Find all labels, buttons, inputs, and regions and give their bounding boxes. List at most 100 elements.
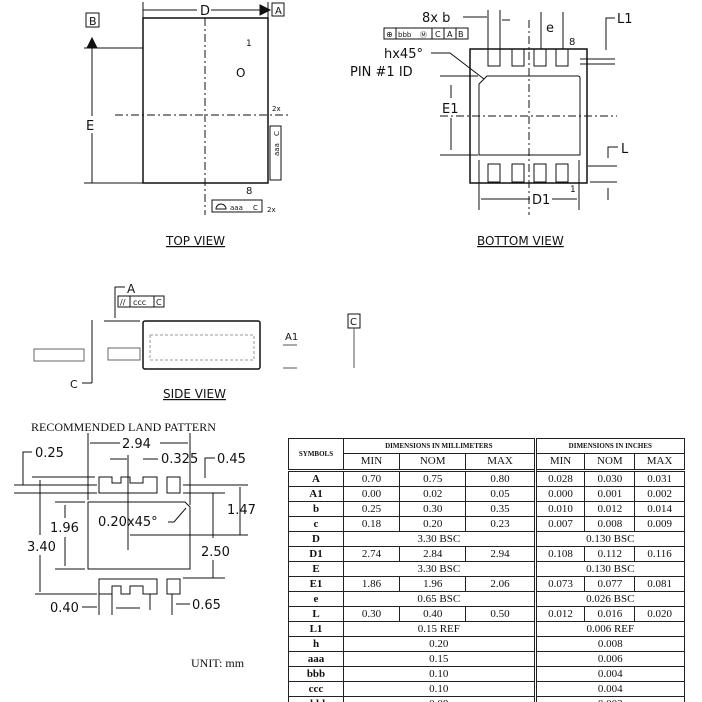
in-min-cell: 0.012 <box>533 606 586 622</box>
tol-ccc: ccc <box>133 298 146 307</box>
symbol-cell: D1 <box>288 546 344 562</box>
mm-value-cell: 0.15 REF <box>343 621 536 637</box>
dimensions-table: SYMBOLS DIMENSIONS IN MILLIMETERS DIMENS… <box>288 438 686 702</box>
in-max-cell: 0.031 <box>634 469 685 487</box>
mm-min-cell: 0.00 <box>343 486 400 502</box>
pin8-label: 8 <box>246 186 252 197</box>
land-pattern: RECOMMENDED LAND PATTERN 2.94 0.25 0.325… <box>14 420 256 670</box>
in-max-cell: 0.020 <box>634 606 685 622</box>
tol-right-datum: C <box>273 131 281 136</box>
tol-bbb: bbb <box>398 31 412 39</box>
dim-040: 0.40 <box>50 601 79 616</box>
header-in-nom: NOM <box>584 453 636 471</box>
dim-e1-label: E1 <box>442 102 459 117</box>
symbol-cell: c <box>288 516 344 532</box>
dim-d-label: D <box>200 4 210 19</box>
symbol-cell: A <box>288 469 344 487</box>
land-pads-top <box>98 476 158 494</box>
header-symbols: SYMBOLS <box>288 438 344 471</box>
top-leads <box>487 48 569 67</box>
top-view-title: TOP VIEW <box>165 234 225 248</box>
header-mm-nom: NOM <box>398 453 467 471</box>
tol-bottom-datum: C <box>253 204 258 212</box>
mm-min-cell: 0.70 <box>343 469 400 487</box>
pin1-label: 1 <box>246 39 252 49</box>
in-min-cell: 0.010 <box>533 501 586 517</box>
lead-width-label: 8x b <box>422 11 450 26</box>
dim-250: 2.50 <box>201 545 230 560</box>
land-exposed-pad <box>87 501 191 570</box>
mm-max-cell: 2.94 <box>465 546 536 562</box>
datum-a: A <box>447 30 453 39</box>
dim-340: 3.40 <box>27 540 56 555</box>
tol-right-label: aaa <box>273 143 281 156</box>
in-nom-cell: 0.016 <box>584 606 636 622</box>
tol-bottom-label: aaa <box>230 204 243 212</box>
in-max-cell: 0.009 <box>634 516 685 532</box>
mmc-icon: Ⓜ <box>420 31 427 39</box>
mm-value-cell: 3.30 BSC <box>343 561 536 577</box>
pin1-mark: O <box>236 66 245 80</box>
in-max-cell: 0.014 <box>634 501 685 517</box>
symbol-cell: ddd <box>288 696 344 702</box>
datum-a-label: A <box>275 6 282 17</box>
dim-196: 1.96 <box>50 521 79 536</box>
side-view-title: SIDE VIEW <box>163 387 226 401</box>
header-in-min: MIN <box>533 453 586 471</box>
parallel-tol-frame <box>117 295 165 308</box>
mm-value-cell: 0.08 <box>343 696 536 702</box>
top-view: D A B E 1 O 8 2x aaa C aaa C 2x TOP VIEW <box>84 2 290 248</box>
in-min-cell: 0.073 <box>533 576 586 592</box>
bottom-view: 8x b ⊕ bbb Ⓜ C A B hx45° PIN #1 ID E1 e … <box>350 10 633 248</box>
in-nom-cell: 0.112 <box>584 546 636 562</box>
mm-max-cell: 2.06 <box>465 576 536 592</box>
mm-max-cell: 0.50 <box>465 606 536 622</box>
datum-b-triangle-icon <box>86 36 98 49</box>
land-pad-top-single <box>166 476 181 494</box>
datum-b: B <box>458 30 464 39</box>
side-view-package <box>142 320 261 370</box>
dim-045: 0.45 <box>217 452 246 467</box>
mm-value-cell: 0.15 <box>343 651 536 667</box>
flatness-tol-frame-bottom <box>211 199 263 213</box>
in-min-cell: 0.028 <box>533 469 586 487</box>
mm-min-cell: 1.86 <box>343 576 400 592</box>
in-value-cell: 0.026 BSC <box>533 591 686 607</box>
land-pattern-title: RECOMMENDED LAND PATTERN <box>31 420 216 434</box>
land-pad-bottom-single <box>166 578 181 595</box>
mm-nom-cell: 0.40 <box>398 606 467 622</box>
in-nom-cell: 0.008 <box>584 516 636 532</box>
symbol-cell: A1 <box>288 486 344 502</box>
mm-max-cell: 0.23 <box>465 516 536 532</box>
mm-min-cell: 0.30 <box>343 606 400 622</box>
datum-c: C <box>435 30 441 39</box>
in-value-cell: 0.004 <box>533 681 686 697</box>
tol-datum-c: C <box>156 298 162 307</box>
position-tolerance-frame: ⊕ bbb Ⓜ C A B <box>383 27 469 40</box>
mm-nom-cell: 2.84 <box>398 546 467 562</box>
header-mm-min: MIN <box>343 453 400 471</box>
header-inches: DIMENSIONS IN INCHES <box>533 438 686 454</box>
datum-b-box <box>85 12 100 28</box>
mm-value-cell: 0.20 <box>343 636 536 652</box>
dim-025: 0.25 <box>35 446 64 461</box>
datum-a-arrow-icon <box>259 4 272 16</box>
symbol-cell: aaa <box>288 651 344 667</box>
symbol-cell: bbb <box>288 666 344 682</box>
in-value-cell: 0.008 <box>533 636 686 652</box>
dim-a1-label: A1 <box>285 332 298 343</box>
symbol-cell: b <box>288 501 344 517</box>
mm-max-cell: 0.80 <box>465 469 536 487</box>
